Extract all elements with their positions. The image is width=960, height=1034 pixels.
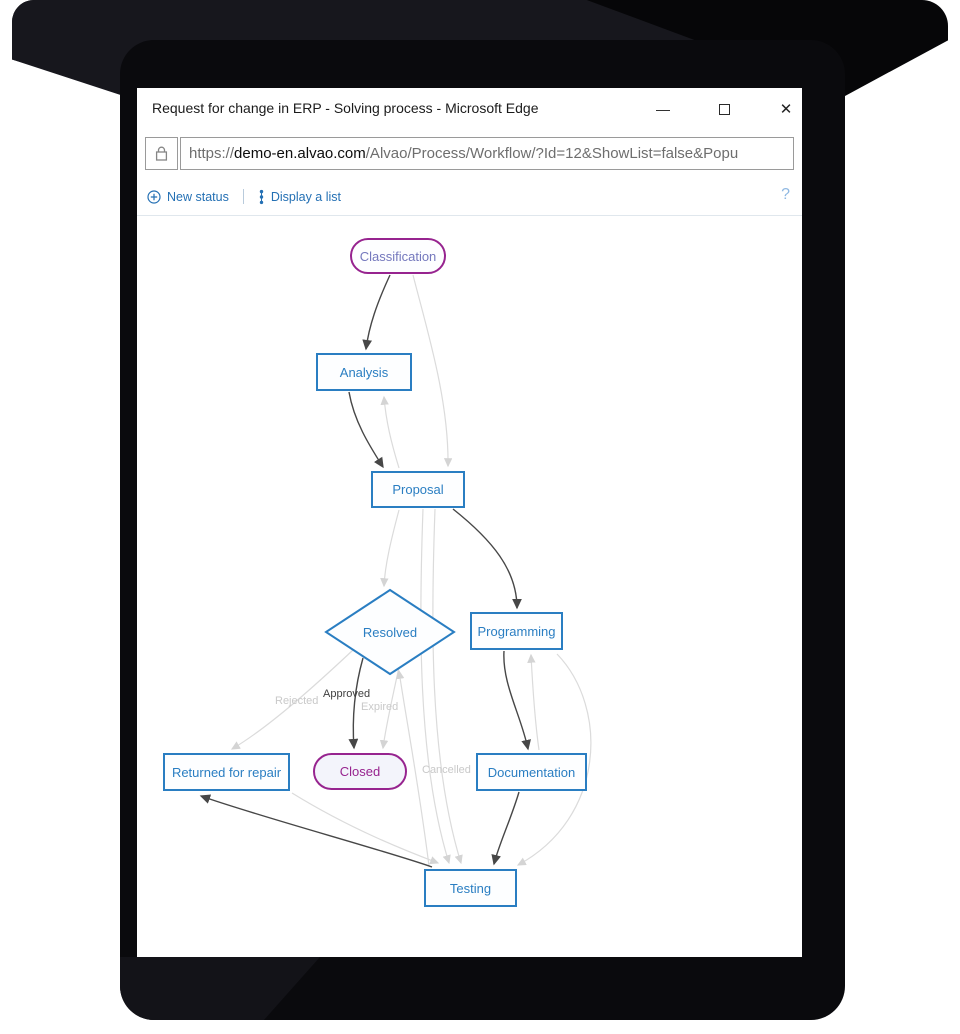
node-documentation[interactable]: Documentation [476,753,587,791]
workflow-diagram: Classification Analysis Proposal Resolve… [137,218,802,957]
help-button[interactable]: ? [781,186,790,203]
maximize-button[interactable] [707,88,741,130]
window-title: Request for change in ERP - Solving proc… [152,100,539,116]
minimize-button[interactable]: — [656,101,670,117]
edge-label-approved: Approved [323,688,371,700]
browser-window: Request for change in ERP - Solving proc… [137,88,802,957]
window-titlebar: Request for change in ERP - Solving proc… [137,88,802,130]
url-path: /Alvao/Process/Workflow/?Id=12&ShowList=… [365,145,739,162]
site-security-button[interactable] [145,137,178,170]
node-classification[interactable]: Classification [350,238,446,274]
edge-label-expired: Expired [361,701,399,713]
url-domain: demo-en.alvao.com [234,145,366,162]
url-input[interactable]: https://demo-en.alvao.com/Alvao/Process/… [180,137,794,170]
edge-label-cancelled: Cancelled [422,764,471,776]
node-closed[interactable]: Closed [313,753,407,790]
app-toolbar: New status Display a list ? [137,178,802,216]
close-button[interactable]: ✕ [779,101,793,118]
maximize-icon [718,103,730,115]
node-resolved-shape[interactable] [324,588,456,676]
edge-label-rejected: Rejected [275,695,319,707]
node-programming[interactable]: Programming [470,612,563,650]
node-analysis[interactable]: Analysis [316,353,412,391]
display-list-label: Display a list [270,189,342,204]
node-resolved[interactable]: Resolved [362,624,418,640]
node-proposal[interactable]: Proposal [371,471,465,508]
new-status-label: New status [167,189,229,204]
toolbar-divider [242,189,244,204]
new-status-button[interactable]: New status [147,190,229,204]
node-returned-for-repair[interactable]: Returned for repair [163,753,290,791]
workflow-edges [199,274,592,868]
circle-plus-icon [147,189,161,204]
padlock-icon [155,146,168,161]
workflow-list-icon [259,189,264,204]
display-list-button[interactable]: Display a list [258,189,341,205]
address-bar-row: https://demo-en.alvao.com/Alvao/Process/… [137,130,802,178]
url-scheme: https:// [189,145,235,162]
node-testing[interactable]: Testing [424,869,517,907]
